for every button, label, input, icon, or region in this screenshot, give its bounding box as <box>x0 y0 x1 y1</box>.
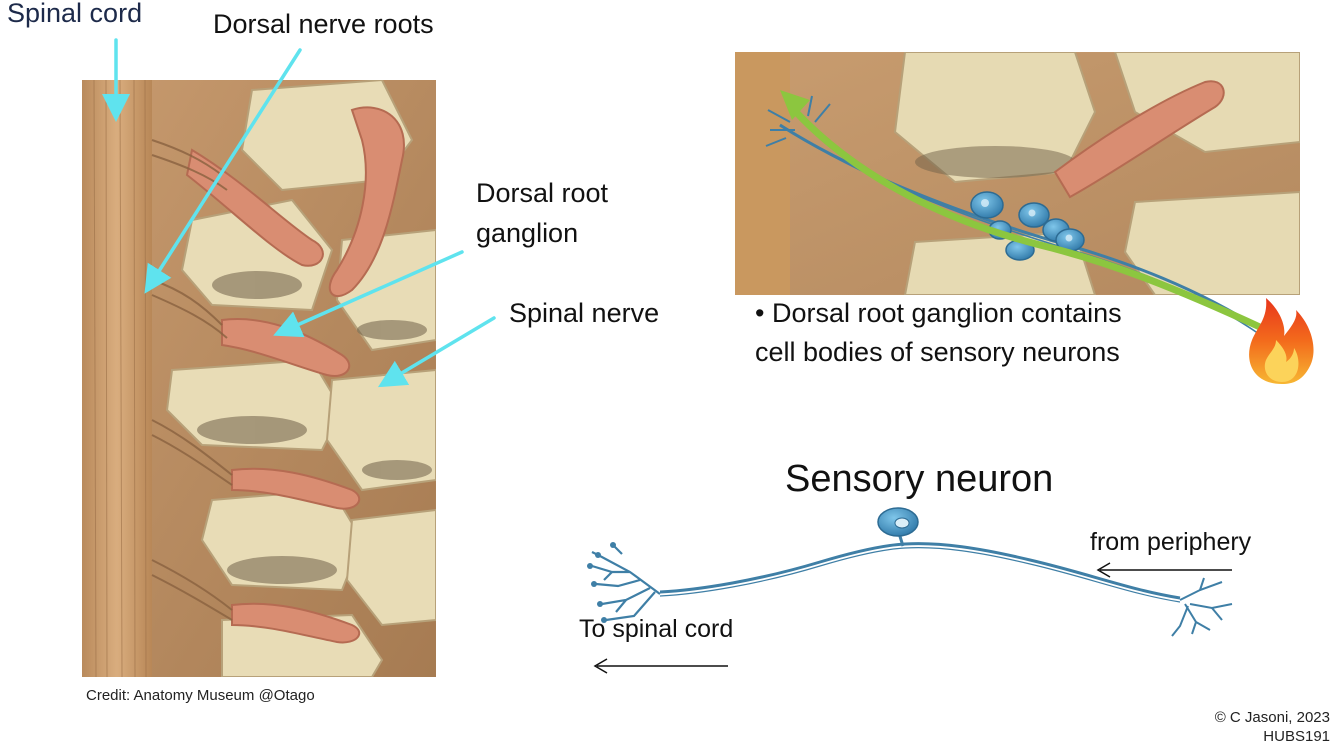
signal-arrow <box>780 90 1266 332</box>
label-from-periphery: from periphery <box>1090 528 1252 556</box>
flame-icon <box>1249 298 1314 384</box>
label-spinal-cord: Spinal cord <box>7 0 143 28</box>
dissection-photo-art <box>82 80 436 677</box>
bullet-line-2: cell bodies of sensory neurons <box>755 337 1120 368</box>
bullet-point: • Dorsal root ganglion contains cell bod… <box>755 294 1122 372</box>
sensory-neuron-title: Sensory neuron <box>785 458 1054 500</box>
label-spinal-nerve: Spinal nerve <box>509 298 660 328</box>
label-to-spinal-cord: To spinal cord <box>579 615 734 643</box>
copyright-text: © C Jasoni, 2023 <box>1214 709 1330 726</box>
photo-credit: Credit: Anatomy Museum @Otago <box>86 687 315 704</box>
arrow-spinal-nerve <box>377 316 496 388</box>
copyright-notice: © C Jasoni, 2023 HUBS191 <box>1215 709 1330 746</box>
bullet-dot: • <box>755 298 772 328</box>
dissection-photo-left <box>82 80 436 677</box>
arrow-dorsal-root-ganglion <box>273 250 464 338</box>
label-dorsal-root-ganglion-line2: ganglion <box>476 218 579 248</box>
label-dorsal-nerve-roots: Dorsal nerve roots <box>213 9 434 39</box>
bullet-line-1-text: Dorsal root ganglion contains <box>771 298 1122 328</box>
course-code: HUBS191 <box>1263 728 1330 746</box>
sensory-neuron-diagram <box>587 507 1233 637</box>
label-dorsal-root-ganglion-line1: Dorsal root <box>476 178 609 208</box>
arrow-dorsal-nerve-roots <box>144 48 302 294</box>
bullet-line-1: • Dorsal root ganglion contains <box>755 294 1122 333</box>
